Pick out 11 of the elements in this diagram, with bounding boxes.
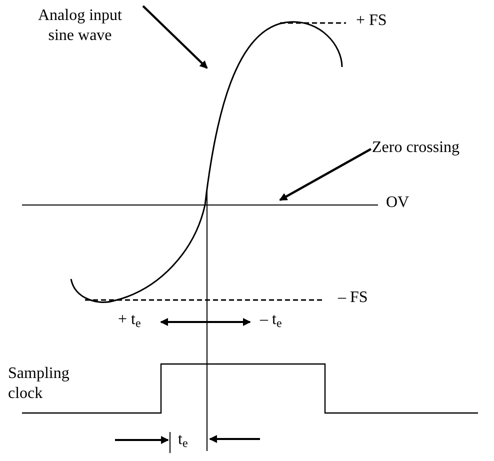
leader-line — [142, 5, 208, 69]
axis-label: OV — [386, 193, 410, 213]
axis-label: – t$_{e}$ — [260, 310, 282, 330]
axis-label: t$_{e}$ — [178, 430, 188, 450]
axis-label: – FS — [338, 288, 368, 308]
leader-line — [279, 148, 372, 201]
axis-label: Sampling clock — [8, 364, 70, 404]
axis-label: + FS — [356, 11, 387, 31]
axis-label: + t$_{e}$ — [118, 310, 141, 330]
callout-text: Zero crossing — [372, 138, 494, 158]
callout-text: Analog input sine wave — [24, 6, 136, 46]
